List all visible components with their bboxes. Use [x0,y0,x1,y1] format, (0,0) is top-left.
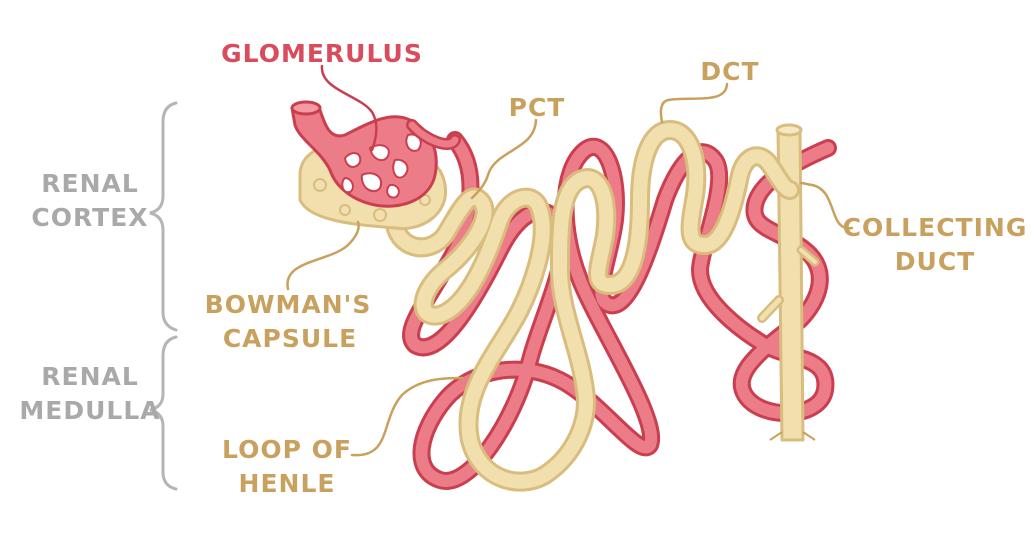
labels: GLOMERULUS PCT DCT COLLECTING DUCT BOWMA… [19,39,1028,498]
loop-leader [350,376,465,457]
pct-label: PCT [509,93,566,122]
bowmans-capsule-label-line1: BOWMAN'S [205,290,372,319]
collecting-duct-leader [799,181,854,230]
renal-cortex-label-line1: RENAL [41,169,139,198]
renal-cortex-label-line2: CORTEX [31,203,148,232]
dct-label: DCT [700,57,759,86]
collecting-duct-label-line1: COLLECTING [843,213,1028,242]
renal-medulla-label-line2: MEDULLA [19,396,160,425]
loop-of-henle-label-line1: LOOP OF [222,435,352,464]
glomerulus-leader [320,64,378,152]
glomerulus [290,100,461,208]
bowmans-leader [286,220,360,291]
peritubular-capillary [402,131,837,490]
renal-medulla-label-line1: RENAL [41,362,139,391]
renal-tubule [385,120,800,492]
collecting-duct-label-line2: DUCT [895,247,975,276]
pct-leader [470,118,538,200]
loop-of-henle-label-line2: HENLE [239,469,336,498]
cortex-bracket [149,101,178,332]
glomerulus-label: GLOMERULUS [221,39,423,68]
collecting-duct [757,123,820,442]
leader-lines [286,64,854,457]
dct-leader [659,82,729,124]
medulla-bracket [149,335,178,491]
bowmans-capsule-label-line2: CAPSULE [223,324,357,353]
